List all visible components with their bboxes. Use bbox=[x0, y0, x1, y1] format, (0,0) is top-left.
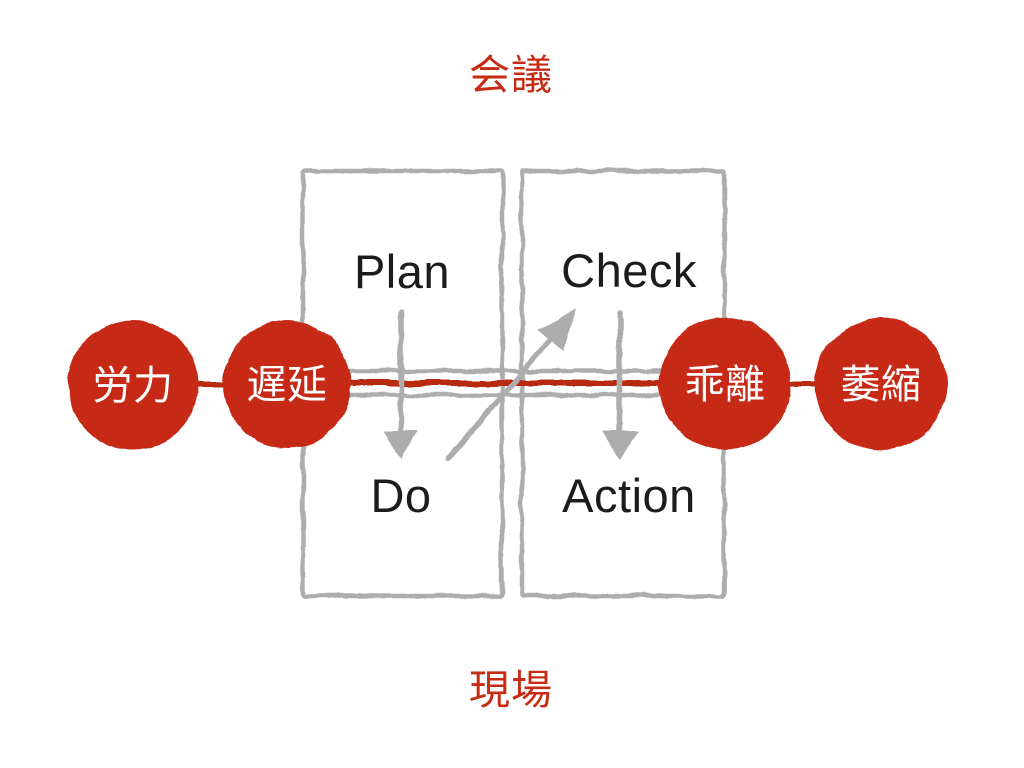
circle-delay bbox=[223, 320, 351, 448]
divergence-label: 乖離 bbox=[685, 363, 766, 407]
do-to-check-arrow-line bbox=[446, 337, 553, 461]
action-label: Action bbox=[562, 469, 696, 522]
plan-to-do-arrow-head bbox=[383, 431, 419, 459]
do-label: Do bbox=[370, 469, 431, 522]
shrinkage-label: 萎縮 bbox=[841, 363, 922, 407]
check-label: Check bbox=[561, 244, 697, 297]
delay-label: 遅延 bbox=[247, 363, 328, 407]
plan-label: Plan bbox=[354, 245, 450, 298]
circle-divergence bbox=[659, 318, 791, 450]
bottom-label: 現場 bbox=[469, 667, 553, 713]
labels-layer: 会議 現場 Plan Check Do Action 労力 遅延 乖離 萎縮 bbox=[93, 52, 922, 713]
circle-shrinkage bbox=[815, 318, 947, 450]
top-label: 会議 bbox=[469, 52, 553, 98]
do-to-check-arrow-head bbox=[537, 308, 577, 351]
check-to-action-arrow-head bbox=[602, 431, 638, 460]
effort-label: 労力 bbox=[93, 364, 174, 408]
circle-effort bbox=[68, 320, 198, 450]
